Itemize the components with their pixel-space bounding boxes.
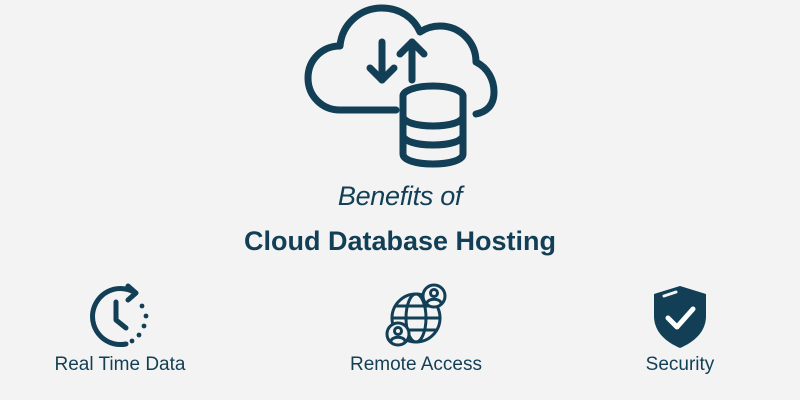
feature-label: Real Time Data bbox=[54, 354, 186, 375]
feature-remote-access: Remote Access bbox=[306, 282, 526, 376]
feature-real-time-data: Real Time Data bbox=[10, 282, 230, 376]
feature-security: Security bbox=[570, 282, 790, 376]
subtitle: Benefits of bbox=[337, 181, 463, 211]
globe-users-icon bbox=[385, 283, 447, 347]
page-title: Cloud Database Hosting bbox=[243, 226, 557, 256]
feature-label: Security bbox=[645, 354, 715, 375]
cloud-database-icon bbox=[304, 4, 498, 168]
shield-check-icon bbox=[654, 286, 706, 348]
feature-label: Remote Access bbox=[350, 354, 482, 375]
clock-icon bbox=[90, 283, 149, 348]
